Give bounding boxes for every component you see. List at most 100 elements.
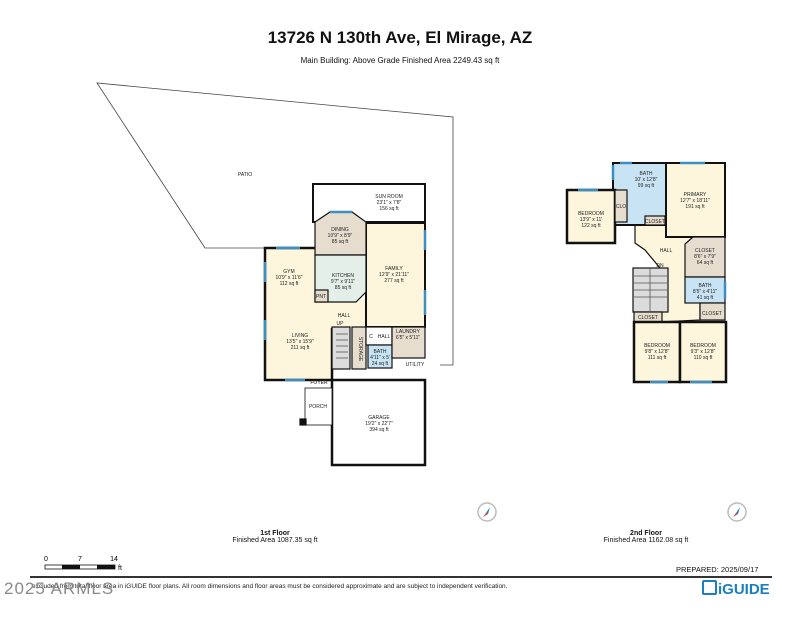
first-floor-labels: PATIO SUN ROOM 23'1" x 7'8" 156 sq ft DI… (238, 172, 425, 433)
svg-text:STORAGE: STORAGE (357, 337, 363, 362)
svg-text:41 sq ft: 41 sq ft (697, 295, 714, 301)
first-floor (263, 183, 427, 467)
svg-text:PATIO: PATIO (238, 172, 252, 178)
svg-text:13'9" x 11': 13'9" x 11' (580, 217, 603, 223)
compass-icon (477, 502, 497, 522)
svg-text:KITCHEN: KITCHEN (332, 273, 354, 279)
svg-text:CLOSET: CLOSET (702, 311, 722, 317)
svg-text:GARAGE: GARAGE (368, 415, 390, 421)
svg-text:24 sq ft: 24 sq ft (372, 361, 389, 367)
svg-text:PORCH: PORCH (309, 404, 327, 410)
svg-text:6'5" x 5'11": 6'5" x 5'11" (396, 335, 420, 341)
svg-text:122 sq ft: 122 sq ft (581, 223, 601, 229)
svg-text:8'5" x 4'11": 8'5" x 4'11" (693, 289, 717, 295)
svg-text:85 sq ft: 85 sq ft (332, 239, 349, 245)
svg-text:10' x 12'8": 10' x 12'8" (635, 177, 658, 183)
second-floor-area: Finished Area 1162.08 sq ft (603, 537, 689, 544)
svg-text:BEDROOM: BEDROOM (690, 343, 716, 349)
svg-text:9'8" x 12'8": 9'8" x 12'8" (645, 349, 670, 355)
svg-text:PNT: PNT (316, 294, 326, 300)
svg-text:FAMILY: FAMILY (385, 266, 403, 272)
svg-text:BEDROOM: BEDROOM (644, 343, 670, 349)
svg-text:9'7" x 9'11": 9'7" x 9'11" (331, 279, 355, 285)
svg-text:CLO: CLO (616, 204, 626, 210)
svg-text:13'5" x 15'9": 13'5" x 15'9" (286, 339, 314, 345)
svg-text:UTILITY: UTILITY (406, 362, 425, 368)
svg-text:64 sq ft: 64 sq ft (697, 260, 714, 266)
svg-text:LAUNDRY: LAUNDRY (396, 329, 420, 335)
svg-text:191 sq ft: 191 sq ft (685, 204, 705, 210)
svg-text:112 sq ft: 112 sq ft (280, 281, 299, 287)
svg-text:99 sq ft: 99 sq ft (638, 183, 655, 189)
room-clo (614, 189, 628, 223)
svg-text:HALL: HALL (378, 334, 391, 340)
disclaimer: excluded from total floor area in iGUIDE… (32, 583, 508, 590)
svg-text:111 sq ft: 111 sq ft (648, 355, 667, 361)
room-bedroom-2 (632, 320, 682, 384)
svg-text:DINING: DINING (331, 227, 349, 233)
svg-text:BATH: BATH (699, 283, 712, 289)
svg-text:HALL: HALL (660, 248, 673, 254)
svg-text:C: C (369, 334, 373, 340)
page-title: 13726 N 130th Ave, El Mirage, AZ (267, 28, 533, 47)
svg-text:9'3" x 12'8": 9'3" x 12'8" (691, 349, 716, 355)
svg-text:CLOSET: CLOSET (645, 219, 665, 225)
room-closet-right (699, 302, 726, 321)
svg-text:85 sq ft: 85 sq ft (335, 285, 352, 291)
room-closet-small (644, 215, 666, 226)
svg-text:14: 14 (110, 556, 118, 563)
iguide-logo: iGUIDE (702, 580, 770, 598)
svg-text:156 sq ft: 156 sq ft (379, 206, 399, 212)
svg-text:CLOSET: CLOSET (695, 248, 715, 254)
svg-text:19'2" x 22'7": 19'2" x 22'7" (365, 421, 393, 427)
first-floor-name: 1st Floor (260, 530, 290, 537)
scale-bar: 0 7 14 ft (44, 556, 122, 572)
svg-text:10'9" x 8'9": 10'9" x 8'9" (328, 233, 353, 239)
svg-text:ft: ft (118, 565, 122, 572)
patio-outline (96, 82, 454, 366)
svg-text:10'9" x 11'6": 10'9" x 11'6" (275, 275, 302, 281)
compass-icon (727, 502, 747, 522)
svg-text:12'7" x 18'11": 12'7" x 18'11" (680, 198, 710, 204)
prepared-date: PREPARED: 2025/09/17 (676, 565, 759, 574)
svg-text:394 sq ft: 394 sq ft (369, 427, 389, 433)
svg-text:FOYER: FOYER (310, 380, 328, 386)
second-floor-name: 2nd Floor (630, 530, 662, 537)
svg-text:HALL: HALL (338, 313, 351, 319)
watermark: 2025 ARMLS (4, 579, 115, 598)
room-laundry (391, 326, 426, 359)
svg-text:CLOSET: CLOSET (638, 315, 658, 321)
second-floor (565, 161, 728, 384)
svg-text:GYM: GYM (283, 269, 294, 275)
svg-text:BATH: BATH (374, 349, 387, 355)
svg-text:4'11" x 5': 4'11" x 5' (370, 355, 390, 361)
svg-text:23'1" x 7'8": 23'1" x 7'8" (377, 200, 402, 206)
second-floor-labels: BATH 10' x 12'8" 99 sq ft PRIMARY 12'7" … (578, 171, 722, 361)
second-floor-caption: 2nd Floor Finished Area 1162.08 sq ft (546, 530, 746, 544)
room-porch (304, 387, 333, 426)
room-storage (351, 326, 367, 370)
svg-text:LIVING: LIVING (292, 333, 309, 339)
porch-post (299, 418, 307, 426)
room-pantry (314, 289, 329, 303)
svg-text:12'9" x 21'11": 12'9" x 21'11" (379, 272, 409, 278)
first-floor-area: Finished Area 1087.35 sq ft (232, 537, 318, 544)
svg-text:UP: UP (337, 321, 345, 327)
first-floor-caption: 1st Floor Finished Area 1087.35 sq ft (175, 530, 375, 544)
svg-text:SUN ROOM: SUN ROOM (375, 194, 403, 200)
svg-text:BEDROOM: BEDROOM (578, 211, 604, 217)
svg-text:211 sq ft: 211 sq ft (291, 345, 310, 351)
stairs-up (331, 326, 351, 370)
room-bedroom-3 (678, 320, 728, 384)
room-primary (665, 162, 726, 238)
svg-text:7: 7 (78, 556, 82, 563)
svg-text:BATH: BATH (640, 171, 653, 177)
svg-text:110 sq ft: 110 sq ft (694, 355, 713, 361)
svg-text:DN: DN (656, 263, 664, 269)
page-subtitle: Main Building: Above Grade Finished Area… (300, 56, 500, 65)
logo-icon (702, 580, 717, 595)
svg-text:PRIMARY: PRIMARY (684, 192, 707, 198)
room-garage (330, 378, 427, 467)
